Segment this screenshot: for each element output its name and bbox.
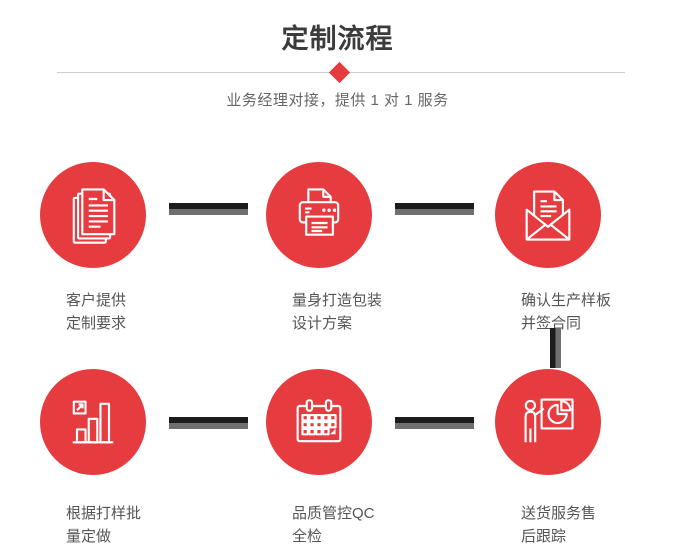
connector-step3-step6 (550, 328, 561, 368)
step-3: 确认生产样板 并签合同 (468, 162, 628, 335)
step-2-circle (266, 162, 372, 268)
step-label-line: 客户提供 (66, 292, 127, 309)
envelope-icon (525, 190, 571, 241)
connector-step4-step5 (169, 417, 248, 429)
step-label-line: 量定做 (66, 528, 112, 545)
bar-chart-icon (72, 400, 114, 444)
step-2-label: 量身打造包装 设计方案 (292, 289, 399, 335)
step-4-circle (40, 369, 146, 475)
step-label-line: 品质管控QC (292, 505, 375, 522)
connector-step5-step6 (395, 417, 474, 429)
diamond-icon (328, 61, 351, 84)
step-5-circle (266, 369, 372, 475)
calendar-icon (296, 399, 342, 443)
connector-step2-step3 (395, 203, 474, 215)
step-label-line: 后跟踪 (521, 528, 567, 545)
step-2: 量身打造包装 设计方案 (239, 162, 399, 335)
step-6-circle (495, 369, 601, 475)
page-title: 定制流程 (281, 24, 394, 54)
step-4: 根据打样批 量定做 (13, 369, 173, 548)
step-label-line: 定制要求 (66, 315, 127, 332)
documents-icon (72, 188, 116, 244)
connector-step1-step2 (169, 203, 248, 215)
step-3-circle (495, 162, 601, 268)
printer-icon (298, 188, 340, 236)
presentation-icon (524, 398, 574, 443)
step-1-label: 客户提供 定制要求 (66, 289, 173, 335)
step-label-line: 送货服务售 (521, 505, 597, 522)
step-label-line: 并签合同 (521, 315, 582, 332)
step-label-line: 确认生产样板 (521, 292, 612, 309)
step-1: 客户提供 定制要求 (13, 162, 173, 335)
step-label-line: 根据打样批 (66, 505, 142, 522)
step-label-line: 设计方案 (292, 315, 353, 332)
step-label-line: 量身打造包装 (292, 292, 383, 309)
step-1-circle (40, 162, 146, 268)
step-5-label: 品质管控QC 全检 (292, 502, 399, 548)
step-label-line: 全检 (292, 528, 323, 545)
subtitle: 业务经理对接，提供 1 对 1 服务 (226, 92, 449, 109)
step-6-label: 送货服务售 后跟踪 (521, 502, 628, 548)
step-6: 送货服务售 后跟踪 (468, 369, 628, 548)
step-4-label: 根据打样批 量定做 (66, 502, 173, 548)
step-3-label: 确认生产样板 并签合同 (521, 289, 628, 335)
step-5: 品质管控QC 全检 (239, 369, 399, 548)
